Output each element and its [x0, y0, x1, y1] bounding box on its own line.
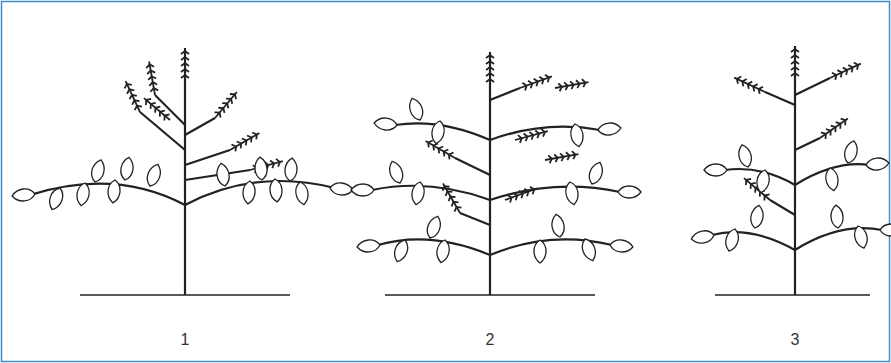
figure-number: 3: [791, 332, 800, 348]
figure-number: 2: [486, 332, 495, 348]
figure-number: 1: [181, 332, 190, 348]
